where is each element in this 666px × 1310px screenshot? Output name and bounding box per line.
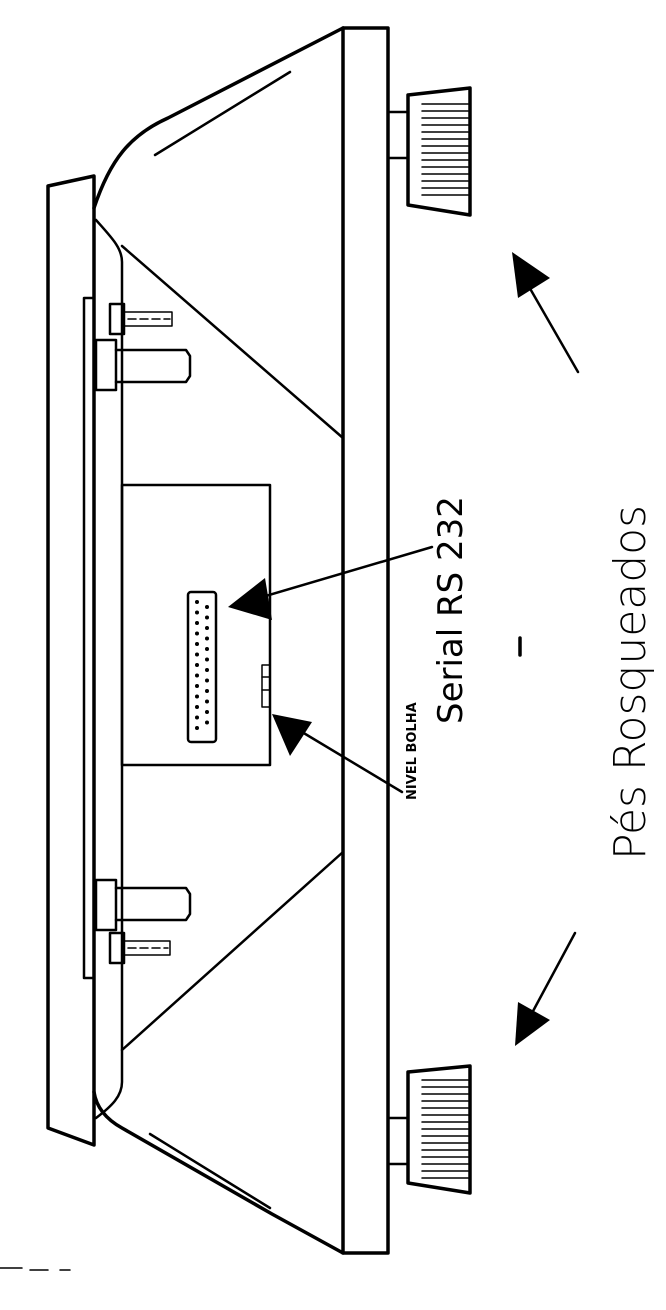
connector-pin [195, 673, 199, 678]
base-strip [341, 26, 390, 1255]
connector-pin [195, 652, 199, 657]
arrow-serial [228, 545, 434, 620]
top-plate [46, 174, 96, 1147]
arrow-nivel [272, 714, 404, 794]
connector-pin [205, 699, 209, 704]
connector-pin [205, 668, 209, 672]
arrow-foot-top [512, 252, 580, 374]
center-housing [120, 483, 272, 767]
connector-pin [195, 663, 199, 667]
bubble-level [261, 664, 271, 708]
connector-pin [195, 705, 199, 709]
connector-pin [205, 720, 209, 725]
connector-pin [205, 647, 209, 651]
screws [94, 302, 192, 965]
connector-pin [205, 605, 209, 609]
connector-pin [195, 610, 199, 615]
diagonal-braces [120, 244, 345, 1052]
arrow-foot-bottom [515, 931, 577, 1046]
scan-artifact [0, 1267, 71, 1271]
connector-pin [205, 636, 209, 641]
serial-rs232-label: Serial RS 232 [431, 496, 471, 724]
connector-pin [195, 621, 199, 625]
connector-pin [195, 642, 199, 646]
connector-pin [195, 631, 199, 636]
connector-pin [195, 600, 199, 604]
scale-body [92, 26, 345, 1255]
db25-connector [186, 590, 218, 744]
connector-pin [205, 678, 209, 683]
nivel-bolha-label: NIVEL BOLHA [405, 702, 420, 800]
connector-pin [205, 689, 209, 693]
connector-pin [205, 657, 209, 662]
connector-pin [195, 694, 199, 699]
connector-pin [195, 715, 199, 720]
connector-pin [195, 684, 199, 688]
connector-pin [205, 615, 209, 620]
threaded-foot-top [386, 86, 472, 217]
threaded-foot-bottom [386, 1064, 472, 1195]
connector-pin [205, 710, 209, 714]
pes-rosqueados-label: Pés Rosqueados [605, 505, 656, 860]
connector-pin [195, 726, 199, 730]
connector-pin [205, 626, 209, 630]
inner-plate-bar [82, 296, 96, 980]
